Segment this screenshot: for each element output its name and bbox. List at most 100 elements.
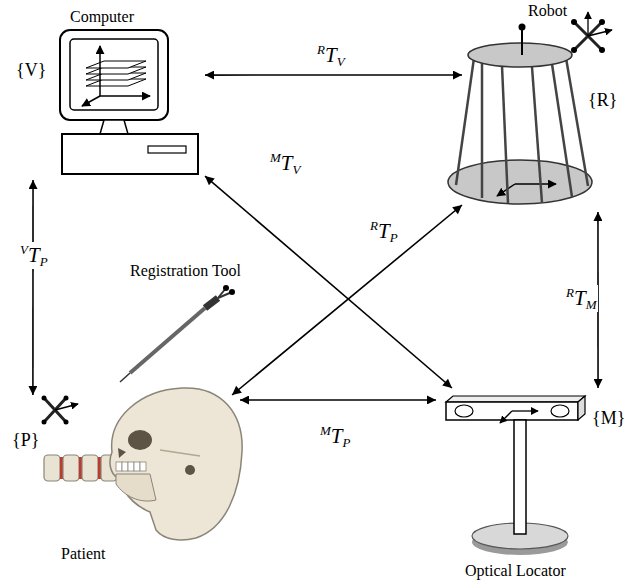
computer-illustration	[99, 46, 101, 96]
robot-illustration	[599, 19, 605, 25]
patient-node: {P} Patient	[6, 395, 240, 568]
optical-locator-illustration	[551, 405, 569, 417]
computer-illustration	[60, 30, 168, 120]
computer-illustration	[100, 120, 128, 134]
patient-illustration	[160, 450, 200, 456]
transform-label: MTP	[318, 423, 352, 450]
registration-tool-illustration	[120, 285, 235, 382]
patient-illustration	[42, 388, 243, 540]
robot-illustration	[587, 12, 588, 36]
patient-illustration	[64, 420, 69, 425]
patient-illustration	[185, 465, 195, 475]
registration-tool-illustration	[130, 308, 205, 373]
robot-illustration	[566, 58, 588, 186]
computer-illustration	[60, 30, 198, 174]
transform-symbol: T	[331, 424, 343, 448]
optical-locator-illustration	[578, 396, 585, 420]
optical-locator-illustration	[446, 396, 585, 402]
registration-tool-illustration	[229, 289, 235, 295]
optical-locator-node: {M} Optical Locator	[436, 388, 628, 584]
patient-illustration	[42, 396, 47, 401]
connector-group	[33, 75, 598, 400]
computer-illustration	[148, 146, 186, 153]
transform-symbol: T	[325, 43, 337, 67]
robot-illustration	[456, 58, 474, 185]
robot-illustration	[502, 66, 508, 203]
subscript: V	[293, 162, 301, 177]
transform-arrow	[232, 205, 462, 395]
patient-illustration	[116, 462, 122, 471]
robot-illustration	[456, 58, 588, 203]
transform-label: RTP	[368, 218, 400, 245]
transform-symbol: T	[574, 286, 586, 310]
frame-name: {M}	[592, 408, 625, 429]
subscript: P	[343, 435, 351, 450]
computer-illustration	[70, 39, 158, 110]
transform-symbol: T	[378, 219, 390, 243]
robot-illustration	[468, 43, 572, 67]
computer-illustration	[86, 61, 146, 68]
superscript: R	[370, 218, 378, 233]
patient-illustration	[42, 420, 47, 425]
transform-symbol: T	[28, 243, 40, 267]
robot-illustration	[521, 30, 523, 55]
subscript: M	[586, 297, 597, 312]
robot-illustration	[519, 24, 526, 31]
computer-illustration	[82, 96, 100, 106]
superscript: M	[270, 150, 281, 165]
transform-label: RTM	[564, 285, 598, 312]
superscript: V	[20, 242, 28, 257]
device-name: Patient	[61, 545, 105, 563]
patient-illustration	[128, 462, 134, 471]
patient-illustration	[128, 430, 152, 450]
patient-illustration	[82, 455, 98, 481]
patient-illustration	[122, 462, 128, 471]
optical-locator-illustration	[446, 396, 585, 555]
robot-node: Robot {R}	[462, 0, 628, 212]
registration-tool-illustration	[205, 298, 218, 308]
robot-illustration	[552, 64, 572, 197]
transform-arrow	[205, 176, 452, 388]
subscript: V	[337, 54, 345, 69]
robot-illustration	[571, 19, 577, 25]
patient-illustration	[110, 388, 242, 540]
transform-label: VTP	[18, 242, 50, 269]
transform-label: RTV	[315, 42, 347, 69]
transform-label: MTV	[268, 150, 302, 177]
patient-illustration	[55, 404, 78, 410]
patient-illustration	[44, 455, 117, 481]
device-name: Computer	[70, 8, 134, 26]
frame-name: {V}	[16, 60, 46, 81]
tool-label: Registration Tool	[130, 262, 241, 280]
transform-symbol: T	[281, 151, 293, 175]
subscript: P	[390, 230, 398, 245]
robot-illustration	[448, 12, 612, 204]
transform-arrow	[205, 74, 462, 76]
computer-node: Computer {V}	[12, 8, 205, 180]
frame-name: {P}	[12, 430, 39, 451]
patient-illustration	[116, 474, 156, 501]
robot-illustration	[599, 47, 605, 53]
superscript: R	[566, 285, 574, 300]
transform-arrow	[32, 180, 34, 395]
superscript: R	[317, 42, 325, 57]
device-name: Optical Locator	[465, 562, 566, 580]
patient-illustration	[118, 448, 126, 458]
optical-locator-illustration	[514, 420, 526, 534]
superscript: M	[320, 423, 331, 438]
computer-illustration	[100, 95, 150, 97]
computer-illustration	[62, 134, 198, 174]
robot-illustration	[481, 63, 484, 198]
robot-illustration	[515, 183, 556, 185]
robot-illustration	[588, 30, 612, 36]
patient-illustration	[140, 462, 146, 471]
frame-name: {R}	[588, 90, 617, 111]
patient-illustration	[64, 396, 69, 401]
patient-illustration	[44, 455, 60, 481]
registration-tool-illustration	[120, 373, 130, 382]
registration-tool-illustration	[223, 285, 229, 291]
device-name: Robot	[528, 2, 567, 20]
